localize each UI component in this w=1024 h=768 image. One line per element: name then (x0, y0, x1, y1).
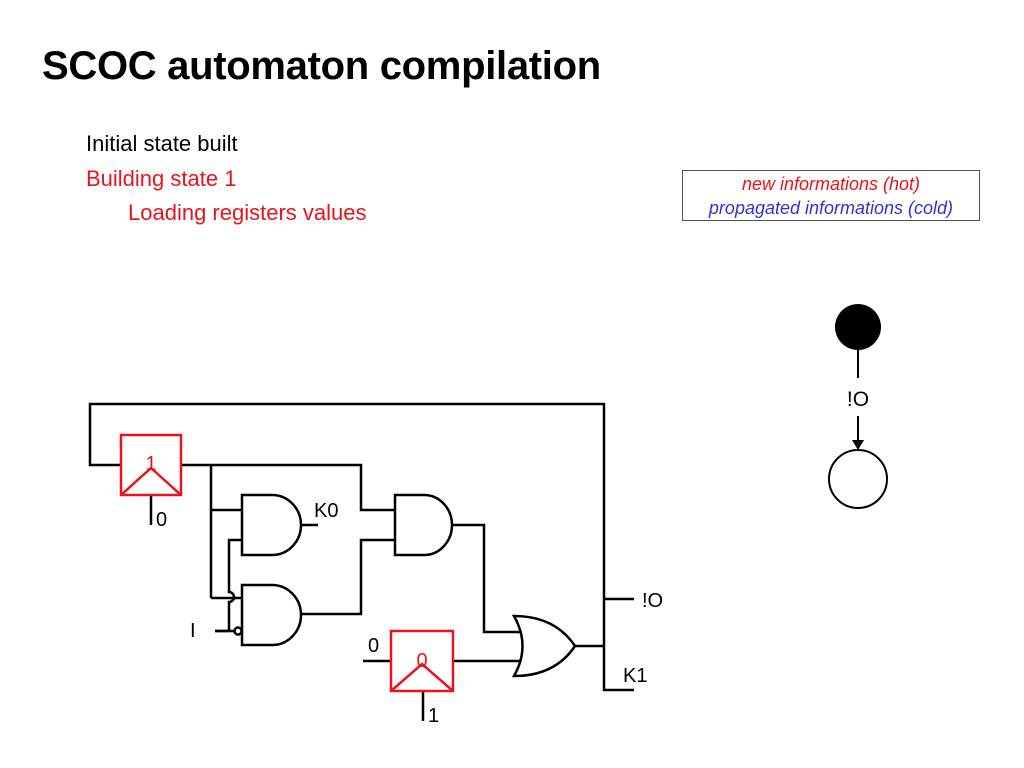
output-o-label: !O (642, 590, 663, 612)
or-gate (511, 614, 577, 678)
and2-output-wire (301, 538, 395, 616)
reg1-output-wire (181, 463, 395, 512)
k0-label: K0 (314, 500, 338, 522)
k1-label: K1 (623, 665, 647, 687)
step-building-state: Building state 1 (86, 166, 237, 191)
and3-output-wire (452, 523, 522, 634)
register-bottom: 0 1 (389, 629, 455, 727)
legend-cold: propagated informations (cold) (708, 198, 954, 218)
register-bottom-value: 0 (416, 650, 427, 672)
gates (233, 493, 577, 678)
register-top-clock (120, 466, 182, 496)
register-bottom-clock (390, 662, 454, 692)
slide-title: SCOC automaton compilation (42, 44, 601, 88)
bottom-input-label: 0 (368, 635, 379, 657)
automaton-initial-state (835, 304, 881, 350)
register-top-value: 1 (145, 453, 156, 475)
automaton-state-1 (828, 449, 888, 509)
automaton-transition-label: !O (847, 388, 869, 411)
and-gate-combine (393, 493, 454, 557)
automaton: !O (828, 304, 888, 509)
register-top-init: 0 (156, 509, 167, 531)
register-bottom-init: 1 (428, 705, 439, 727)
step-loading-registers: Loading registers values (128, 200, 367, 225)
and1-second-input-wire (215, 538, 242, 633)
step-initial-state: Initial state built (86, 131, 238, 156)
and-gate-inverted (240, 583, 303, 647)
feedback-wire (88, 402, 634, 692)
legend-hot: new informations (hot) (741, 174, 921, 194)
and-gate-k0 (240, 493, 303, 557)
legend-box: new informations (hot) propagated inform… (682, 170, 980, 221)
input-i-label: I (190, 620, 196, 642)
inverter-bubble (233, 626, 243, 636)
circuit-wires (88, 402, 634, 721)
register-top: 1 0 (119, 433, 183, 531)
automaton-arrowhead (852, 440, 864, 450)
